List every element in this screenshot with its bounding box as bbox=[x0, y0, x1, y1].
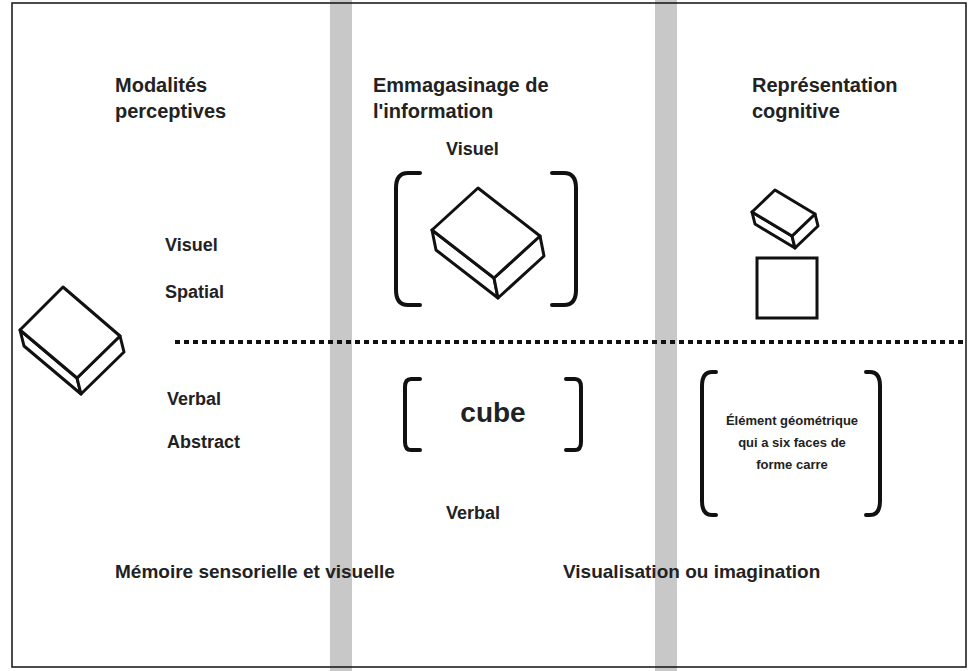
column-heading: Modalités perceptives bbox=[115, 72, 265, 124]
outer-frame bbox=[12, 3, 966, 667]
square-figure bbox=[757, 258, 817, 318]
column-heading: Emmagasinage de l'information bbox=[373, 72, 608, 124]
modality-label: Abstract bbox=[167, 431, 277, 453]
cuboid-figure bbox=[752, 190, 818, 248]
storage-label: Verbal bbox=[446, 502, 526, 524]
footer-label: Visualisation ou imagination bbox=[563, 560, 903, 584]
word-label: cube bbox=[420, 396, 566, 430]
footer-label: Mémoire sensorielle et visuelle bbox=[115, 560, 445, 584]
cuboid-figure bbox=[432, 188, 544, 298]
bracket bbox=[396, 173, 880, 515]
storage-label: Visuel bbox=[446, 138, 526, 160]
definition-text: Élément géométrique qui a six faces de f… bbox=[722, 410, 862, 476]
modality-label: Verbal bbox=[167, 388, 267, 410]
cuboid-figure bbox=[20, 287, 124, 394]
modality-label: Spatial bbox=[165, 281, 265, 303]
modality-label: Visuel bbox=[165, 234, 265, 256]
dotted-separator bbox=[175, 340, 966, 344]
column-heading: Représentation cognitive bbox=[752, 72, 942, 124]
